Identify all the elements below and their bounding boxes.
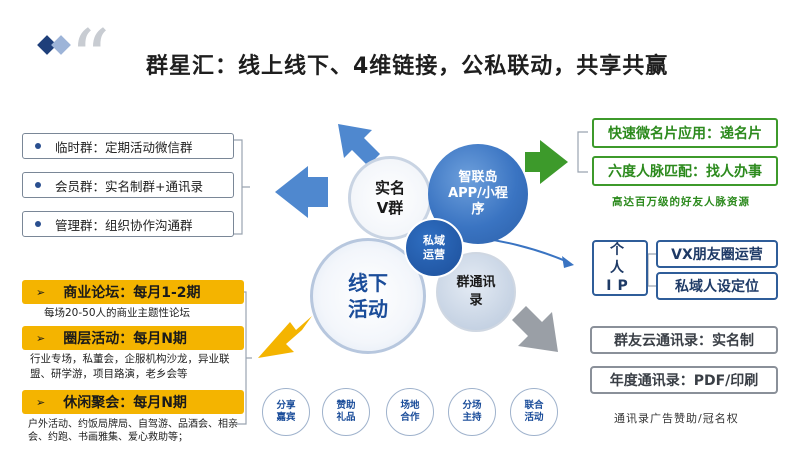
- group-type-label: 管理群：组织协作沟通群: [55, 217, 193, 233]
- activity-label: 商业论坛：每月1-2期: [63, 285, 201, 301]
- triangle-bullet-icon: ➢: [36, 285, 46, 299]
- group-type-member: 会员群：实名制群+通讯录: [22, 172, 234, 198]
- activity-label: 休闲聚会：每月N期: [63, 395, 187, 411]
- cloud-directory-box: 群友云通讯录：实名制: [590, 326, 778, 354]
- group-type-temporary: 临时群：定期活动微信群: [22, 133, 234, 159]
- diamond-logo-icon: [37, 35, 71, 55]
- activity-leisure-gathering: ➢ 休闲聚会：每月N期: [22, 390, 244, 414]
- circle-branch-host: 分场主持: [448, 388, 496, 436]
- bracket-left-top: [230, 139, 250, 235]
- circle-venue-partner: 场地合作: [386, 388, 434, 436]
- arrow-downright-gray: [512, 306, 558, 352]
- group-type-management: 管理群：组织协作沟通群: [22, 211, 234, 237]
- triangle-bullet-icon: ➢: [36, 331, 46, 345]
- green-note: 高达百万级的好友人脉资源: [612, 196, 750, 208]
- feature-business-card: 快速微名片应用：递名片: [592, 118, 778, 148]
- activity-label: 圈层活动：每月N期: [63, 331, 187, 347]
- bullet-dot-icon: [35, 143, 41, 149]
- feature-six-degrees: 六度人脉匹配：找人办事: [592, 156, 778, 186]
- activity-detail: 户外活动、约饭局牌局、自驾游、品酒会、相亲会、约跑、书画雅集、爱心救助等；: [28, 419, 238, 443]
- triangle-bullet-icon: ➢: [36, 395, 46, 409]
- annual-directory-box: 年度通讯录：PDF/印刷: [590, 366, 778, 394]
- group-type-label: 会员群：实名制群+通讯录: [55, 178, 203, 194]
- vx-moments-ops: VX朋友圈运营: [656, 240, 778, 268]
- quote-mark-icon: “: [70, 14, 110, 104]
- activity-business-forum: ➢ 商业论坛：每月1-2期: [22, 280, 244, 304]
- bullet-dot-icon: [35, 221, 41, 227]
- circle-joint-activity: 联合活动: [510, 388, 558, 436]
- circle-sponsor-gifts: 赞助礼品: [322, 388, 370, 436]
- bracket-right-green: [577, 131, 588, 173]
- private-persona-position: 私域人设定位: [656, 272, 778, 300]
- group-type-label: 临时群：定期活动微信群: [55, 139, 193, 155]
- arrow-right-green: [525, 140, 568, 184]
- activity-circle-events: ➢ 圈层活动：每月N期: [22, 326, 244, 350]
- bracket-right-blue: [647, 253, 656, 287]
- page-title: 群星汇：线上线下、4维链接，公私联动，共享共赢: [146, 54, 669, 79]
- bullet-dot-icon: [35, 182, 41, 188]
- activity-detail: 行业专场，私董会，企服机构沙龙，异业联盟、研学游，项目路演，老乡会等: [30, 353, 230, 380]
- gray-note: 通讯录广告赞助/冠名权: [614, 412, 739, 425]
- circle-share-guests: 分享嘉宾: [262, 388, 310, 436]
- arrow-upleft-blue: [338, 124, 380, 166]
- arrow-left-blue: [275, 166, 328, 218]
- arrow-downleft-yellow: [258, 316, 312, 358]
- circle-private-domain-ops: 私域运营: [404, 218, 464, 278]
- personal-ip-box: 个人IP: [592, 240, 648, 296]
- activity-detail: 每场20-50人的商业主题性论坛: [44, 307, 191, 319]
